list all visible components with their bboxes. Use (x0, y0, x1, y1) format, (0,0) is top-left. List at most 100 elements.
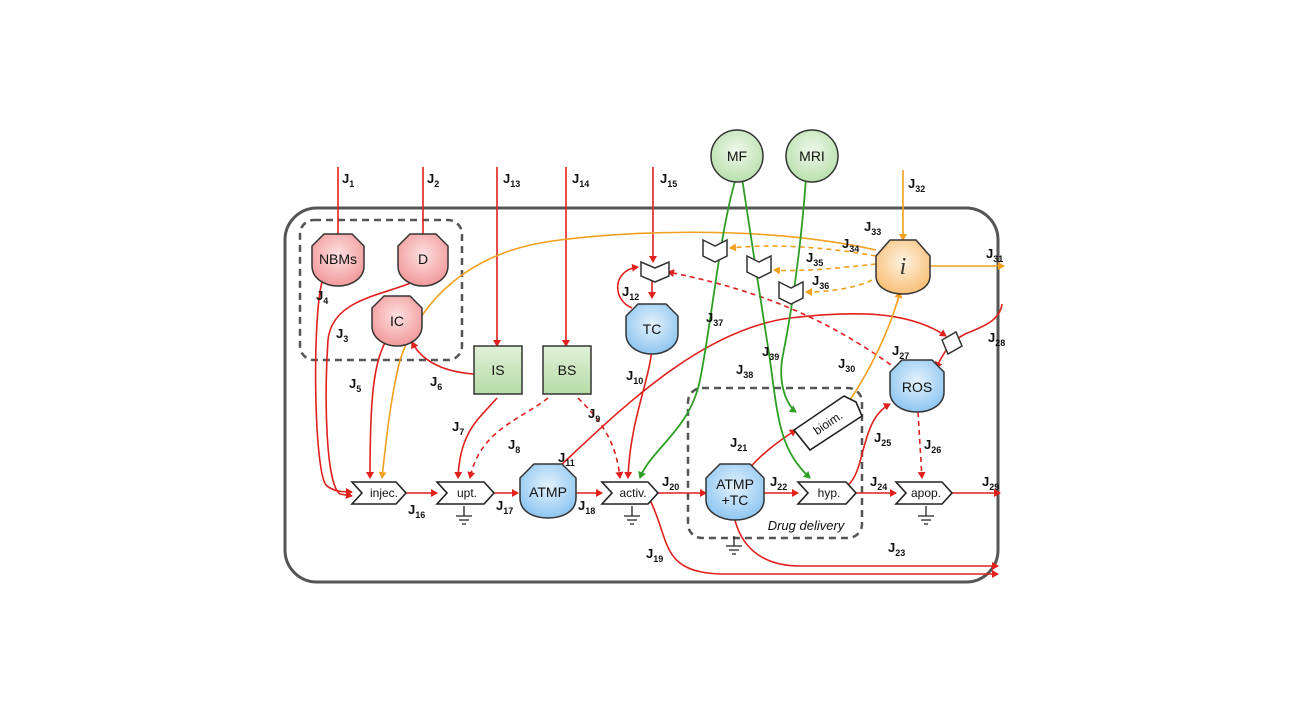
modulator-tc-chevron (640, 260, 670, 283)
flux-j30-line (849, 291, 903, 401)
flux-label-j9: J9 (588, 406, 600, 424)
flux-label-j26: J26 (924, 437, 941, 455)
flux-j11-line (559, 313, 947, 467)
flux-j26-line (917, 411, 926, 479)
flux-j5-line (366, 337, 389, 479)
flux-label-j38: J38 (736, 362, 753, 380)
flux-j12-loop (616, 263, 639, 309)
process-activ-glyph (600, 481, 660, 505)
flux-label-j10: J10 (626, 368, 643, 386)
flux-label-j1: J1 (342, 171, 354, 189)
flux-j9-line (577, 397, 624, 479)
atmp-label: ATMP (529, 484, 567, 500)
ic-node (371, 295, 423, 347)
flux-label-j8: J8 (508, 437, 520, 455)
flux-label-j17: J17 (496, 498, 513, 516)
flux-j3-line (325, 281, 414, 499)
tc-node (625, 303, 679, 355)
modulator-j37-chevron (702, 238, 728, 263)
d-node (397, 233, 449, 287)
flux-j27-line (667, 269, 899, 371)
cell-compartment (283, 206, 1000, 584)
atmp-tc-label-1: ATMP (716, 476, 754, 492)
flux-j35-line (773, 263, 877, 275)
flux-label-j33: J33 (864, 219, 881, 237)
i-node (875, 239, 931, 295)
mf-label: MF (727, 148, 747, 164)
i-label: i (900, 254, 907, 280)
inject-label: injec. (370, 486, 398, 500)
flux-label-j35: J35 (806, 250, 823, 268)
nbms-label: NBMs (319, 251, 357, 267)
flux-label-j25: J25 (874, 430, 891, 448)
ros-label: ROS (902, 379, 932, 395)
process-bioim-glyph (792, 395, 863, 452)
flux-j36-line (805, 275, 881, 296)
d-label: D (418, 251, 428, 267)
ros-node (889, 359, 945, 413)
hyp-label: hyp. (818, 486, 841, 500)
flux-j38-line (741, 177, 811, 479)
flux-label-j39: J39 (762, 344, 779, 362)
atmp-node (519, 463, 577, 519)
flux-label-j18: J18 (578, 498, 595, 516)
flux-label-j4: J4 (316, 288, 328, 306)
flux-j23-line (733, 515, 999, 570)
is-node (473, 345, 523, 395)
atmp-tc-node (705, 463, 765, 521)
flux-label-j15: J15 (660, 171, 677, 189)
process-inject-glyph (350, 481, 408, 505)
flux-label-j37: J37 (706, 310, 723, 328)
degradation-symbols (456, 506, 934, 555)
flux-label-j7: J7 (452, 419, 464, 437)
flux-label-j11: J11 (558, 450, 575, 468)
flux-label-j27: J27 (892, 343, 909, 361)
flux-label-j22: J22 (770, 474, 787, 492)
bs-node (542, 345, 592, 395)
flux-label-j16: J16 (408, 502, 425, 520)
activ-label: activ. (619, 486, 646, 500)
drug-delivery-group (686, 386, 864, 540)
flux-label-j23: J23 (888, 540, 905, 558)
is-label: IS (491, 362, 504, 378)
flux-j19-line (649, 499, 999, 578)
nbms-node (311, 233, 365, 287)
flux-j7-line (454, 397, 498, 479)
mri-label: MRI (799, 148, 825, 164)
flux-j4-line (314, 281, 353, 496)
modulator-ros-chevron (941, 330, 963, 356)
apop-label: apop. (911, 486, 941, 500)
flux-label-j12: J12 (622, 284, 639, 302)
flux-label-j34: J34 (842, 236, 859, 254)
bs-label: BS (558, 362, 577, 378)
flux-label-j19: J19 (646, 546, 663, 564)
ic-label: IC (390, 313, 404, 329)
flux-label-j14: J14 (572, 171, 589, 189)
flux-label-j6: J6 (430, 374, 442, 392)
flux-label-j24: J24 (870, 474, 887, 492)
flux-label-j13: J13 (503, 171, 520, 189)
modulator-j38-chevron (746, 254, 772, 279)
mf-node (710, 129, 764, 183)
flux-label-j2: J2 (427, 171, 439, 189)
process-hyp-glyph (796, 481, 858, 505)
flux-label-j29: J29 (982, 474, 999, 492)
mri-node (785, 129, 839, 183)
flux-label-j28: J28 (988, 330, 1005, 348)
atmp-tc-label-2: +TC (722, 492, 749, 508)
flux-j10-line (624, 346, 653, 479)
flux-label-j30: J30 (838, 356, 855, 374)
modulator-j39-chevron (778, 280, 804, 305)
flux-j33-line (378, 231, 877, 479)
flux-label-j3: J3 (336, 326, 348, 344)
nanoparticle-group (298, 218, 464, 362)
flux-j8-line (467, 397, 549, 479)
flux-j25-line (847, 403, 891, 486)
flux-j37-line (638, 177, 737, 479)
flux-label-j36: J36 (812, 273, 829, 291)
drug-delivery-caption: Drug delivery (768, 518, 846, 533)
flux-j6-line (411, 341, 475, 375)
flux-j39-line (780, 177, 807, 413)
